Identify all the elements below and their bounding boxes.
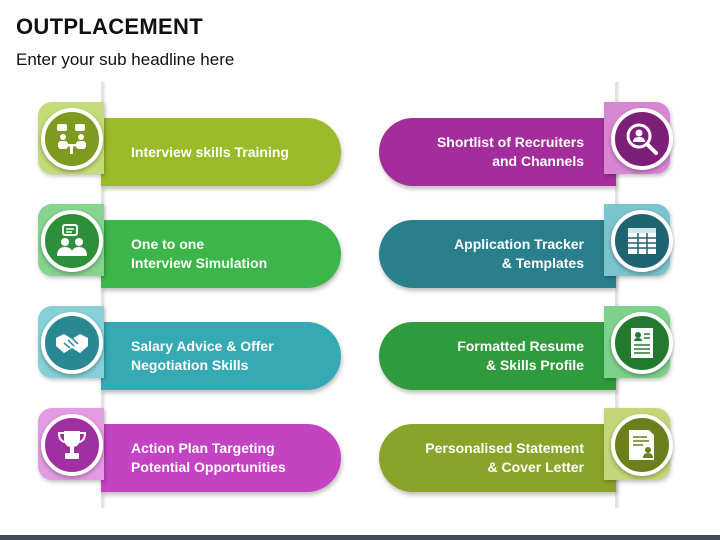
- right-item-2-circle: [611, 210, 673, 272]
- left-item-3-circle: [41, 312, 103, 374]
- left-item-2-label: One to one Interview Simulation: [131, 236, 268, 271]
- footer-bar: [0, 535, 720, 540]
- handshake-icon: [56, 334, 88, 353]
- right-item-2-pill: Application Tracker & Templates: [379, 220, 616, 288]
- left-item-1-circle: [41, 108, 103, 170]
- spreadsheet-icon: [628, 228, 656, 254]
- left-divider-line: [101, 82, 104, 508]
- left-item-2-circle: [41, 210, 103, 272]
- right-item-4-pill: Personalised Statement & Cover Letter: [379, 424, 616, 492]
- meeting-icon: [57, 124, 86, 154]
- right-item-1-label: Shortlist of Recruiters and Channels: [436, 134, 584, 169]
- right-item-4-label: Personalised Statement & Cover Letter: [425, 440, 584, 475]
- left-item-3-label: Salary Advice & Offer Negotiation Skills: [131, 338, 274, 373]
- left-item-1-pill: Interview skills Training: [101, 118, 341, 186]
- resume-icon: [631, 328, 653, 358]
- cover-letter-icon: [629, 430, 654, 460]
- left-item-4-pill: Action Plan Targeting Potential Opportun…: [101, 424, 341, 492]
- right-item-1-pill: Shortlist of Recruiters and Channels: [379, 118, 616, 186]
- left-item-4-label: Action Plan Targeting Potential Opportun…: [131, 440, 286, 475]
- right-item-3-label: Formatted Resume & Skills Profile: [457, 338, 584, 373]
- page-title: OUTPLACEMENT: [16, 14, 203, 39]
- right-item-3-pill: Formatted Resume & Skills Profile: [379, 322, 616, 390]
- right-divider-line: [615, 82, 618, 508]
- right-item-2-label: Application Tracker & Templates: [454, 236, 584, 271]
- search-person-icon: [626, 123, 658, 155]
- right-item-3-circle: [611, 312, 673, 374]
- trophy-icon: [57, 431, 87, 459]
- left-item-3-pill: Salary Advice & Offer Negotiation Skills: [101, 322, 341, 390]
- page-subtitle: Enter your sub headline here: [16, 50, 235, 69]
- right-item-1-circle: [611, 108, 673, 170]
- left-item-1-label: Interview skills Training: [131, 143, 289, 160]
- chat-people-icon: [57, 224, 87, 256]
- left-item-2-pill: One to one Interview Simulation: [101, 220, 341, 288]
- left-item-4-circle: [41, 414, 103, 476]
- right-item-4-circle: [611, 414, 673, 476]
